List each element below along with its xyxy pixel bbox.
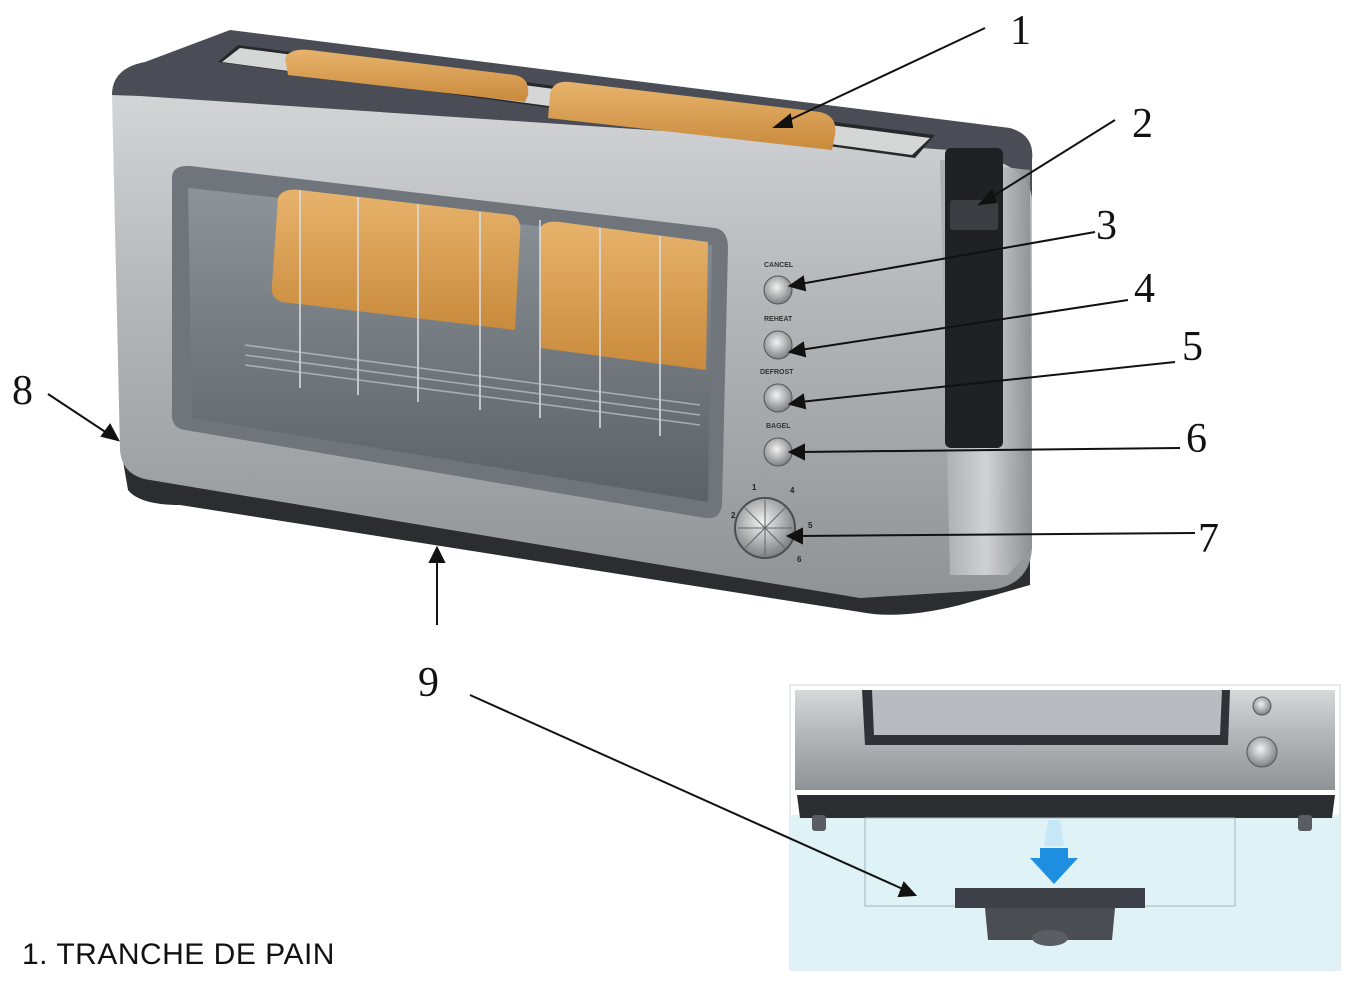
defrost-button[interactable] bbox=[763, 383, 793, 413]
callout-5: 5 bbox=[1182, 324, 1203, 370]
crumb-tray[interactable] bbox=[955, 888, 1145, 908]
toast-slice-left bbox=[271, 189, 521, 330]
reheat-label: REHEAT bbox=[764, 316, 793, 323]
callout-6: 6 bbox=[1186, 416, 1207, 462]
callout-4: 4 bbox=[1134, 266, 1155, 312]
callout-8: 8 bbox=[12, 368, 33, 414]
crumb-tray-inset bbox=[789, 684, 1341, 971]
cancel-label: CANCEL bbox=[764, 262, 794, 269]
dial-mark-1: 1 bbox=[752, 483, 757, 492]
glass-window bbox=[171, 165, 728, 519]
cancel-button[interactable] bbox=[763, 275, 793, 305]
callout-2: 2 bbox=[1132, 101, 1153, 147]
callout-lines bbox=[47, 27, 1196, 898]
bagel-label: BAGEL bbox=[766, 423, 791, 430]
callout-7: 7 bbox=[1198, 516, 1219, 562]
legend-item-1: 1. TRANCHE DE PAIN bbox=[22, 938, 335, 971]
dial-mark-6: 6 bbox=[797, 555, 802, 564]
dial-mark-4: 4 bbox=[790, 486, 795, 495]
dial-mark-5: 5 bbox=[808, 521, 813, 530]
lever-handle[interactable] bbox=[950, 200, 998, 230]
toast-slice-right bbox=[540, 221, 708, 370]
control-panel: CANCEL REHEAT DEFROST BAGEL 1 2 3 4 5 6 bbox=[731, 262, 813, 564]
bread-slices-top bbox=[285, 49, 836, 150]
callout-9: 9 bbox=[418, 660, 439, 706]
callout-1: 1 bbox=[1010, 8, 1031, 54]
lever-slot bbox=[945, 148, 1003, 448]
reheat-button[interactable] bbox=[763, 330, 793, 360]
dial-mark-2: 2 bbox=[731, 511, 736, 520]
down-arrow-icon bbox=[1030, 848, 1078, 884]
defrost-label: DEFROST bbox=[760, 369, 794, 376]
callout-3: 3 bbox=[1096, 203, 1117, 249]
